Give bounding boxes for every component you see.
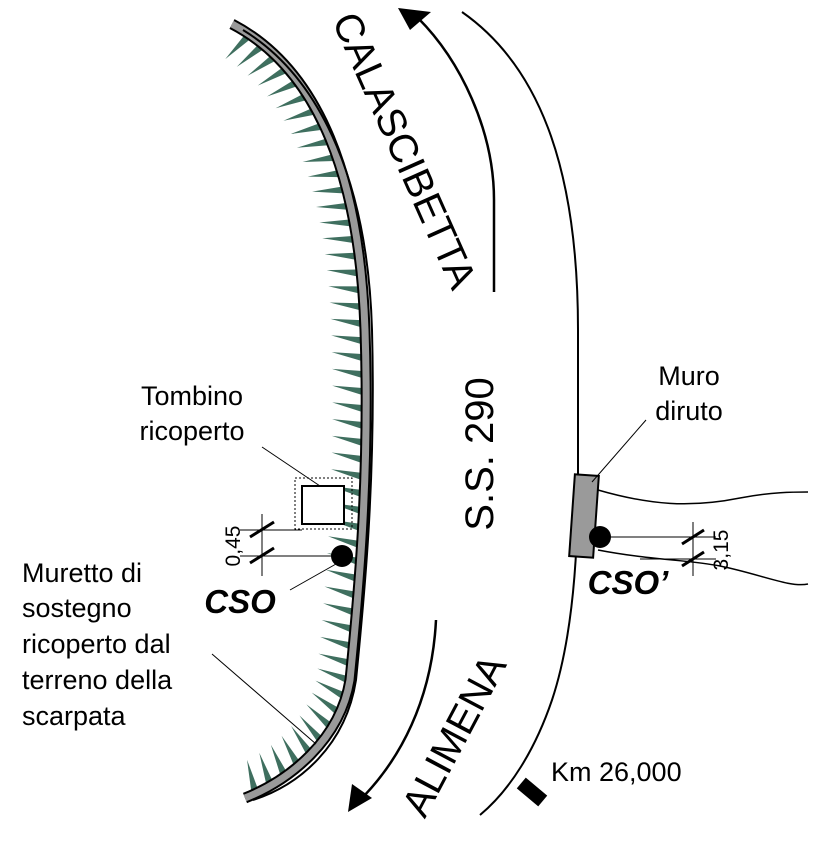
direction-arrow-south bbox=[359, 619, 438, 801]
culvert-box bbox=[301, 485, 345, 525]
muretto-label-line4: terreno della bbox=[22, 665, 173, 695]
ruined-wall-label-line1: Muro bbox=[658, 361, 720, 391]
hachure-tooth bbox=[331, 368, 363, 379]
culvert-label-line2: ricoperto bbox=[139, 416, 244, 446]
dim-right-tick-top bbox=[681, 528, 705, 546]
direction-label-north: CALASCIBETTA bbox=[323, 6, 484, 296]
hachure-tooth bbox=[332, 385, 363, 395]
hachure-tooth bbox=[296, 138, 329, 148]
hachure-tooth bbox=[315, 680, 344, 699]
hachure-tooth bbox=[299, 715, 322, 742]
cso-left-label: CSO bbox=[204, 583, 276, 620]
muretto-leader bbox=[211, 653, 317, 745]
cso-point-left bbox=[331, 545, 353, 567]
hachure-tooth bbox=[307, 170, 340, 178]
hachure-tooth bbox=[322, 236, 354, 243]
hachure-tooth bbox=[324, 252, 356, 260]
retaining-wall-fill bbox=[230, 20, 370, 802]
hachure-tooth bbox=[332, 402, 363, 412]
arrowhead-north-icon bbox=[398, 8, 431, 30]
hachure-tooth bbox=[281, 735, 299, 765]
side-road-lower-edge bbox=[597, 549, 809, 586]
culvert-label-line1: Tombino bbox=[141, 381, 243, 411]
hachure-tooth bbox=[259, 752, 273, 784]
hachure-tooth bbox=[290, 123, 322, 134]
muretto-label-line2: sostegno bbox=[22, 593, 132, 623]
hachure-tooth bbox=[318, 653, 349, 667]
ruined-wall-label-line2: diruto bbox=[655, 396, 723, 426]
hachure-tooth bbox=[283, 108, 315, 121]
hachure-tooth bbox=[330, 318, 361, 328]
muretto-label-line5: scarpata bbox=[22, 701, 127, 731]
hachure-tooth bbox=[328, 536, 358, 548]
hachure-tooth bbox=[225, 35, 250, 60]
hachure-tooth bbox=[332, 419, 363, 429]
retaining-wall bbox=[229, 19, 372, 804]
hachure-tooth bbox=[247, 759, 258, 792]
culvert-leader bbox=[261, 446, 321, 487]
hachure-tooth bbox=[302, 154, 335, 162]
hachure-tooth bbox=[247, 55, 276, 76]
cso-left-leader bbox=[289, 563, 337, 591]
dim-right-value: 3,15 bbox=[710, 530, 733, 571]
dim-left-tick-top bbox=[249, 520, 275, 539]
hachure-tooth bbox=[325, 569, 356, 582]
cso-right-label: CSO’ bbox=[588, 564, 670, 601]
hachure-tooth bbox=[324, 586, 355, 599]
km-marker-icon bbox=[516, 777, 548, 807]
muretto-label-line1: Muretto di bbox=[22, 558, 142, 588]
hachure-tooth bbox=[275, 94, 307, 109]
hachure-tooth bbox=[236, 45, 264, 67]
hachure-tooth bbox=[329, 302, 361, 311]
hachure-tooth bbox=[323, 603, 353, 616]
ruined-wall-leader bbox=[591, 419, 647, 483]
hachure-tooth bbox=[270, 744, 287, 775]
hachure-tooth bbox=[331, 452, 362, 463]
cso-point-right bbox=[589, 526, 611, 548]
hachure-tooth bbox=[331, 469, 362, 480]
hachure-tooth bbox=[311, 692, 338, 714]
hachure-tooth bbox=[317, 668, 347, 683]
hachure-tooth bbox=[306, 704, 331, 729]
hachure-tooth bbox=[320, 636, 350, 650]
hachure-tooth bbox=[267, 80, 297, 97]
hachure-tooth bbox=[331, 435, 362, 446]
arrowhead-south-icon bbox=[348, 784, 372, 812]
road-left-edge bbox=[242, 29, 374, 801]
direction-arrow-north bbox=[417, 17, 496, 292]
hachure-tooth bbox=[257, 67, 287, 86]
hachure-tooth bbox=[312, 186, 344, 194]
hachure-tooth bbox=[328, 286, 360, 294]
dim-left-value: 0,45 bbox=[222, 526, 245, 567]
culvert-dotted-outline bbox=[294, 477, 353, 530]
dim-right-tick-bottom bbox=[681, 550, 705, 568]
dim-left-tick-bottom bbox=[249, 546, 275, 565]
side-road-upper-edge bbox=[597, 489, 809, 505]
embankment-hachures bbox=[225, 35, 363, 792]
road-name: S.S. 290 bbox=[458, 377, 502, 530]
hachure-tooth bbox=[326, 269, 358, 277]
hachure-tooth bbox=[319, 219, 351, 227]
hachure-tooth bbox=[315, 202, 348, 210]
muretto-label-line3: ricoperto dal bbox=[22, 629, 171, 659]
hachure-tooth bbox=[291, 726, 311, 754]
hachure-tooth bbox=[321, 620, 352, 633]
hachure-tooth bbox=[331, 352, 362, 362]
km-marker-label: Km 26,000 bbox=[551, 757, 682, 787]
hachure-tooth bbox=[331, 335, 362, 345]
